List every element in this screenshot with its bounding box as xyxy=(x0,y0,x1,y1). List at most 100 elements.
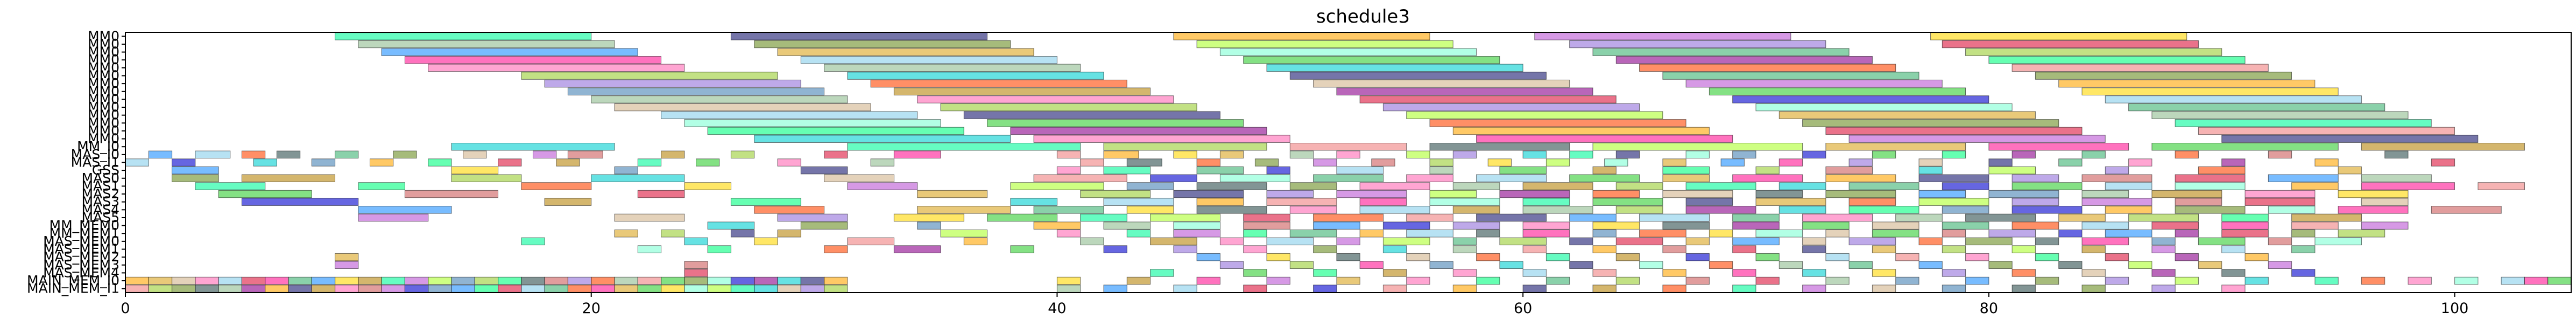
task-bar xyxy=(1243,213,1290,222)
task-bar xyxy=(2408,276,2432,285)
task-bar xyxy=(1685,182,1756,190)
task-bar xyxy=(311,158,336,167)
task-bar xyxy=(1965,253,1989,261)
task-bar xyxy=(1930,32,2187,40)
task-bar xyxy=(2175,206,2246,214)
task-bar xyxy=(824,150,848,159)
task-bar xyxy=(1289,206,1337,214)
task-bar xyxy=(241,285,266,293)
task-bar xyxy=(800,166,848,175)
task-bar xyxy=(1709,261,1733,269)
task-bar xyxy=(1569,213,1617,222)
task-bar xyxy=(1196,166,1244,175)
task-bar xyxy=(2221,221,2269,230)
task-bar xyxy=(1289,72,1547,80)
task-bar xyxy=(474,276,499,285)
task-bar xyxy=(1662,269,1686,277)
task-bar xyxy=(1592,48,1850,56)
task-bar xyxy=(1755,103,2013,112)
task-bar xyxy=(730,150,755,159)
task-bar xyxy=(1639,213,1710,222)
task-bar xyxy=(2198,261,2222,269)
task-bar xyxy=(1173,221,1220,230)
task-bar xyxy=(1336,276,1360,285)
task-bar xyxy=(754,276,778,285)
task-bar xyxy=(1382,103,1640,112)
task-bar xyxy=(1685,253,1710,261)
task-bar xyxy=(1103,198,1174,206)
task-bar xyxy=(2081,245,2106,253)
task-bar xyxy=(2338,230,2386,238)
task-bar xyxy=(1872,221,1919,230)
y-tick-label: MAS0 xyxy=(82,170,119,186)
task-bar xyxy=(172,276,196,285)
task-bar xyxy=(614,230,638,238)
task-bar xyxy=(195,276,219,285)
task-bar xyxy=(1243,56,1500,64)
task-bar xyxy=(1848,261,1873,269)
task-bar xyxy=(707,127,964,135)
task-bar xyxy=(544,285,568,293)
task-bar xyxy=(2361,276,2386,285)
task-bar xyxy=(824,285,848,293)
task-bar xyxy=(1942,245,1966,253)
task-bar xyxy=(1545,276,1570,285)
task-bar xyxy=(1359,261,1384,269)
task-bar xyxy=(2245,276,2269,285)
task-bar xyxy=(1522,285,1547,293)
task-bar xyxy=(800,276,825,285)
task-bar xyxy=(1755,253,1780,261)
task-bar xyxy=(1965,48,2222,56)
task-bar xyxy=(567,276,592,285)
task-bar xyxy=(195,285,219,293)
task-bar xyxy=(707,276,731,285)
task-bar xyxy=(1802,237,1826,246)
task-bar xyxy=(2081,221,2129,230)
task-bar xyxy=(2081,198,2152,206)
task-bar xyxy=(1662,158,1686,167)
task-bar xyxy=(824,64,1081,72)
task-bar xyxy=(172,158,196,167)
task-bar xyxy=(2431,158,2455,167)
task-bar xyxy=(1942,206,1989,214)
task-bar xyxy=(2245,190,2316,198)
task-bar xyxy=(1359,95,1617,103)
task-bar xyxy=(125,158,149,167)
task-bar xyxy=(1755,198,1826,206)
task-bar xyxy=(684,269,708,277)
task-bar xyxy=(1103,285,1127,293)
task-bar xyxy=(1336,87,1593,95)
task-bar xyxy=(498,276,522,285)
task-bar xyxy=(1615,276,1640,285)
task-bar xyxy=(1056,150,1081,159)
task-bar xyxy=(1033,174,1127,182)
task-bar xyxy=(1755,276,1780,285)
task-bar xyxy=(1662,174,1710,182)
task-bar xyxy=(2291,213,2362,222)
task-bar xyxy=(870,158,894,167)
task-bar xyxy=(2105,206,2152,214)
task-bar xyxy=(2478,182,2525,190)
task-bar xyxy=(1406,253,1430,261)
task-bar xyxy=(1429,190,1477,198)
task-bar xyxy=(1313,269,1337,277)
y-tick-label: MAS_MEM4 xyxy=(43,265,119,280)
task-bar xyxy=(2361,182,2455,190)
task-bar xyxy=(2012,198,2059,206)
task-bar xyxy=(1942,221,1989,230)
task-bar xyxy=(1150,237,1197,246)
y-tick-label: MM0 xyxy=(88,68,119,84)
task-bar xyxy=(1615,182,1663,190)
task-bar xyxy=(2151,237,2176,246)
task-bar xyxy=(1499,237,1547,246)
task-bar xyxy=(1592,245,1617,253)
task-bar xyxy=(730,285,755,293)
task-bar xyxy=(1336,166,1384,175)
task-bar xyxy=(1848,182,1919,190)
task-bar xyxy=(754,135,1011,143)
task-bar xyxy=(1639,261,1663,269)
task-bar xyxy=(1313,213,1384,222)
task-bar xyxy=(777,230,801,238)
task-bar xyxy=(2151,190,2222,198)
task-bar xyxy=(1755,230,1803,238)
